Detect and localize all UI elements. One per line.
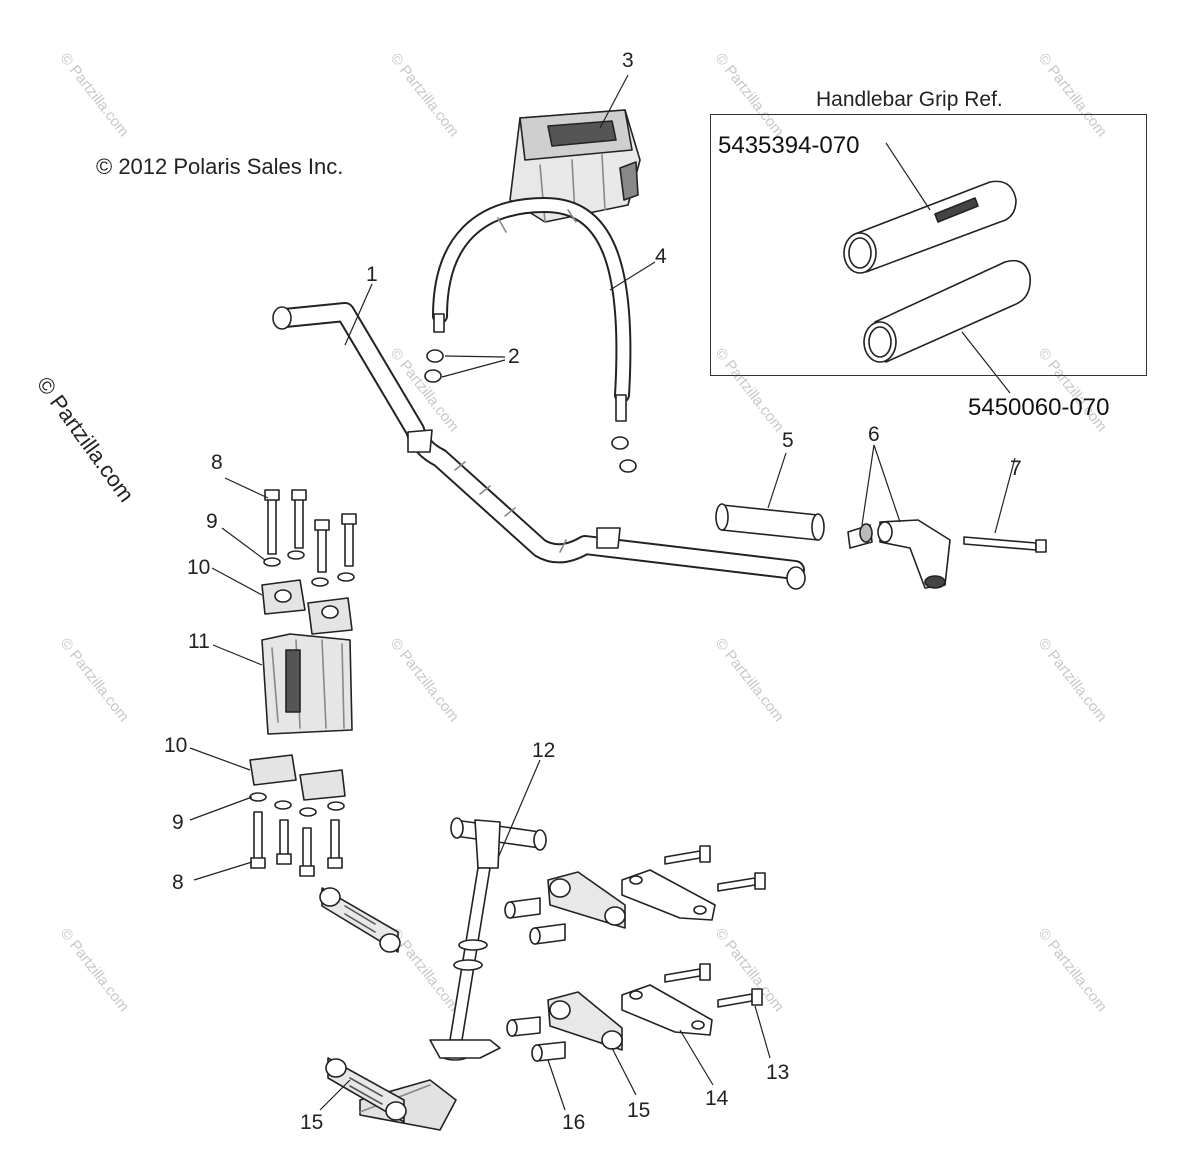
callout-10-lower: 10: [164, 734, 188, 757]
copyright-notice: © 2012 Polaris Sales Inc.: [96, 154, 344, 179]
grip-upper: [843, 180, 1017, 274]
callout-7: 7: [1010, 457, 1022, 480]
washers-lower: [249, 792, 345, 817]
bolts-lower: [250, 811, 343, 877]
clamps-lower: [249, 754, 346, 801]
callout-5: 5: [782, 429, 794, 452]
callout-8-upper: 8: [211, 451, 223, 474]
callout-1: 1: [366, 263, 378, 286]
callout-15-right: 15: [627, 1099, 651, 1122]
grip-part-number-lower: 5450060-070: [968, 394, 1110, 421]
grip-lower: [863, 259, 1031, 363]
bolts-upper: [264, 489, 357, 573]
callout-6: 6: [868, 423, 880, 446]
cable-arc: [432, 197, 632, 422]
callout-12: 12: [532, 739, 556, 762]
callout-3: 3: [622, 49, 634, 72]
callout-16: 16: [562, 1111, 586, 1134]
steering-post: [359, 817, 547, 1131]
grip-part-number-upper: 5435394-070: [718, 132, 860, 159]
clamps-upper: [261, 579, 353, 635]
brackets-right: [547, 871, 626, 1051]
long-bolt: [963, 536, 1047, 553]
leader-lines: [189, 74, 1016, 1111]
handlebar-pad: [509, 109, 641, 223]
end-fittings: [847, 519, 951, 589]
bracket-bolts: [664, 845, 766, 1008]
callout-14: 14: [705, 1087, 729, 1110]
bushings: [504, 897, 566, 1062]
callout-15-left: 15: [300, 1111, 324, 1134]
callout-13: 13: [766, 1061, 790, 1084]
nuts: [424, 349, 637, 473]
callout-2: 2: [508, 345, 520, 368]
plates: [621, 869, 716, 1036]
callout-9-upper: 9: [206, 510, 218, 533]
handlebar: [272, 302, 806, 590]
riser-block: [261, 633, 353, 735]
callout-9-lower: 9: [172, 811, 184, 834]
grip-reference-box: [710, 114, 1147, 376]
callout-8-lower: 8: [172, 871, 184, 894]
washers-upper: [263, 550, 355, 587]
grip-reference-title: Handlebar Grip Ref.: [816, 88, 1003, 111]
callout-4: 4: [655, 245, 667, 268]
brackets-left: [319, 887, 407, 1123]
callout-10-upper: 10: [187, 556, 211, 579]
callout-11: 11: [188, 630, 210, 653]
grip-tube: [715, 503, 825, 541]
